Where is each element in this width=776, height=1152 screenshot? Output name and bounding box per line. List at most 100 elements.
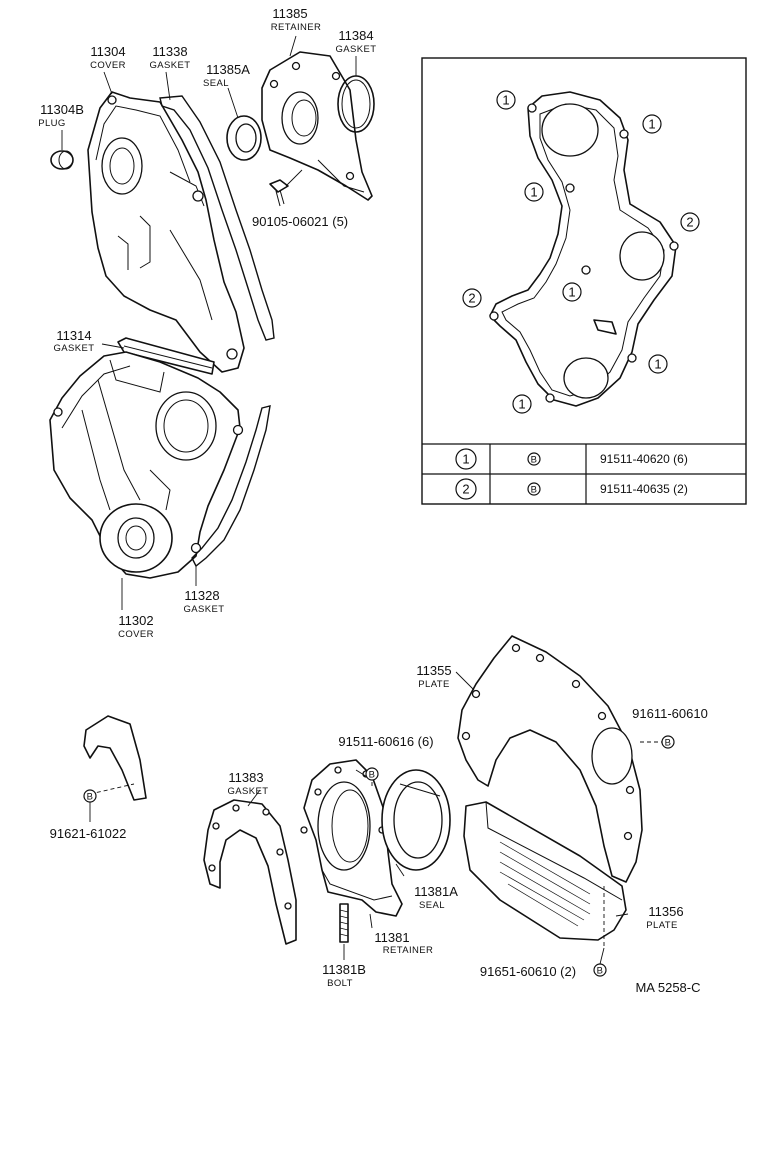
svg-text:2: 2 — [468, 291, 475, 306]
plate-11355 — [457, 635, 643, 883]
upper-timing-cover-11304 — [87, 91, 245, 373]
svg-text:91511-40635 (2): 91511-40635 (2) — [600, 482, 688, 496]
plug-11304b — [50, 150, 74, 170]
label-91511-60616: 91511-60616 (6) — [338, 734, 433, 749]
svg-text:91621-61022: 91621-61022 — [50, 826, 127, 841]
svg-text:11385: 11385 — [272, 6, 307, 21]
lower-timing-cover-11302 — [49, 351, 244, 579]
label-91651: 91651-60610 (2) — [480, 964, 576, 979]
label-11314: 11314 GASKET — [54, 328, 95, 354]
svg-text:SEAL: SEAL — [203, 78, 229, 89]
svg-text:11302: 11302 — [118, 613, 153, 628]
inset-table-row-1: 1 B 91511-40620 (6) — [455, 448, 688, 470]
inset-callout-1e: 1 — [648, 354, 668, 374]
bolt-90105 — [269, 169, 303, 207]
svg-text:RETAINER: RETAINER — [271, 22, 322, 33]
svg-text:1: 1 — [654, 357, 661, 372]
label-11302: 11302 COVER — [118, 613, 154, 640]
label-11381b: 11381B BOLT — [322, 962, 366, 989]
label-91621: 91621-61022 — [50, 826, 127, 841]
svg-text:11383: 11383 — [228, 770, 263, 785]
label-90105: 90105-06021 (5) — [252, 214, 348, 229]
svg-text:11355: 11355 — [416, 663, 451, 678]
svg-text:11381B: 11381B — [322, 962, 366, 977]
label-11383: 11383 GASKET — [228, 770, 269, 797]
svg-text:11385A: 11385A — [206, 62, 250, 77]
retainer-11385 — [261, 51, 373, 201]
gasket-11314 — [117, 337, 215, 375]
svg-text:B: B — [531, 485, 538, 496]
label-11338: 11338 GASKET — [150, 44, 191, 71]
svg-text:91511-60616 (6): 91511-60616 (6) — [338, 734, 433, 749]
label-11328: 11328 GASKET — [184, 588, 225, 615]
svg-text:B: B — [665, 738, 672, 749]
retainer-11381 — [300, 759, 403, 917]
gasket-11338 — [159, 95, 275, 341]
bolt-symbol-91611: B — [661, 735, 675, 749]
stud-bolt-11381b — [339, 903, 349, 943]
svg-text:PLATE: PLATE — [646, 920, 677, 931]
gasket-11383 — [203, 799, 297, 945]
svg-text:COVER: COVER — [118, 629, 154, 640]
label-11384: 11384 GASKET — [336, 28, 377, 55]
svg-text:11381: 11381 — [374, 930, 409, 945]
plate-11356 — [463, 801, 627, 948]
svg-text:2: 2 — [686, 215, 693, 230]
svg-text:SEAL: SEAL — [419, 900, 445, 911]
svg-text:B: B — [597, 966, 604, 977]
svg-text:BOLT: BOLT — [327, 978, 353, 989]
seal-11381a — [381, 769, 451, 871]
svg-text:2: 2 — [462, 482, 469, 497]
inset-callout-1d: 1 — [562, 282, 582, 302]
label-11381: 11381 RETAINER — [374, 930, 434, 956]
svg-text:GASKET: GASKET — [336, 44, 377, 55]
diagram-code: MA 5258-C — [635, 980, 700, 995]
svg-text:PLATE: PLATE — [418, 679, 449, 690]
svg-text:91611-60610: 91611-60610 — [632, 706, 708, 721]
svg-text:11338: 11338 — [152, 44, 187, 59]
svg-text:90105-06021 (5): 90105-06021 (5) — [252, 214, 348, 229]
svg-text:B: B — [87, 792, 94, 803]
svg-text:1: 1 — [462, 452, 469, 467]
svg-text:GASKET: GASKET — [54, 343, 95, 354]
svg-text:11304B: 11304B — [40, 102, 84, 117]
seal-11385a — [226, 115, 262, 161]
svg-text:11384: 11384 — [338, 28, 373, 43]
label-11381a: 11381A SEAL — [414, 884, 458, 911]
label-11385: 11385 RETAINER — [271, 6, 322, 33]
label-11304: 11304 COVER — [90, 44, 126, 71]
svg-text:1: 1 — [518, 397, 525, 412]
bolt-symbol-91621: B — [83, 789, 97, 803]
inset-callout-1f: 1 — [512, 394, 532, 414]
svg-text:RETAINER: RETAINER — [383, 945, 434, 956]
bolt-symbol-91651: B — [593, 963, 607, 977]
label-91611: 91611-60610 — [632, 706, 708, 721]
svg-text:11314: 11314 — [56, 328, 91, 343]
svg-text:1: 1 — [530, 185, 537, 200]
svg-text:1: 1 — [648, 117, 655, 132]
svg-text:B: B — [531, 455, 538, 466]
inset-table-row-2: 2 B 91511-40635 (2) — [455, 478, 688, 500]
svg-text:GASKET: GASKET — [228, 786, 269, 797]
bolt-symbol-91511-60616: B — [365, 767, 379, 781]
svg-text:COVER: COVER — [90, 60, 126, 71]
svg-text:91651-60610 (2): 91651-60610 (2) — [480, 964, 576, 979]
svg-text:GASKET: GASKET — [184, 604, 225, 615]
svg-text:11328: 11328 — [184, 588, 219, 603]
svg-text:11356: 11356 — [648, 904, 683, 919]
svg-text:11381A: 11381A — [414, 884, 458, 899]
inset-callout-2b: 2 — [462, 288, 482, 308]
label-11356: 11356 PLATE — [646, 904, 683, 931]
svg-text:1: 1 — [568, 285, 575, 300]
leader-lines — [61, 35, 662, 960]
label-11385a: 11385A SEAL — [203, 62, 250, 89]
svg-text:PLUG: PLUG — [38, 118, 65, 129]
svg-text:91511-40620 (6): 91511-40620 (6) — [600, 452, 688, 466]
svg-text:B: B — [369, 770, 376, 781]
svg-text:1: 1 — [502, 93, 509, 108]
label-11355: 11355 PLATE — [416, 663, 451, 690]
inset-callout-1b: 1 — [642, 114, 662, 134]
label-11304b: 11304B PLUG — [38, 102, 84, 129]
inset-callout-1c: 1 — [524, 182, 544, 202]
